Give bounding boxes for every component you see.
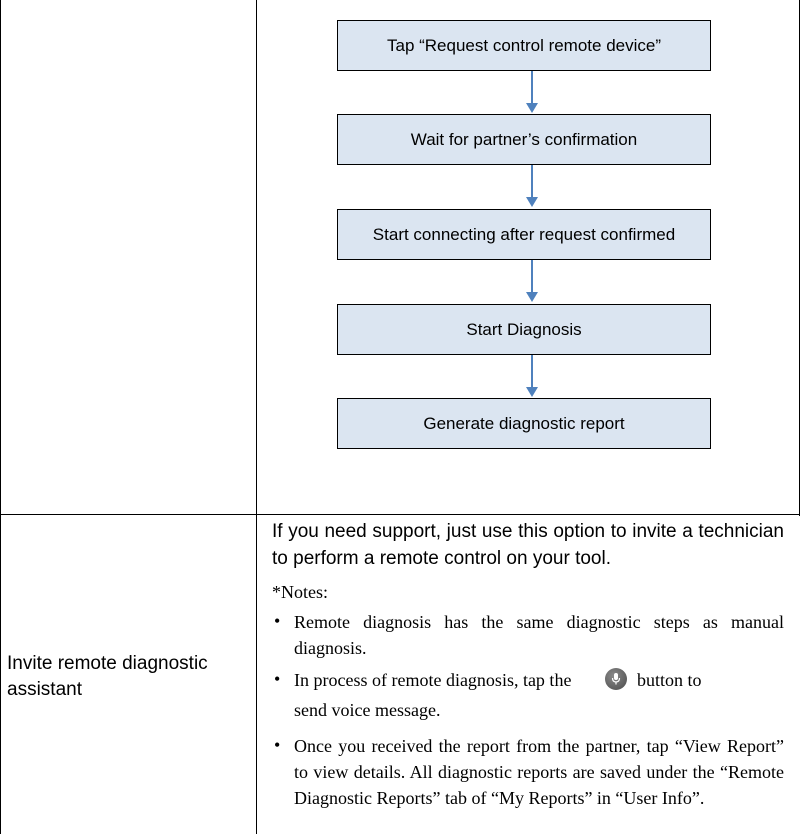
- flow-arrow-1-line: [531, 71, 533, 103]
- flow-step-3-label: Start connecting after request confirmed: [372, 224, 676, 244]
- note-item-2-part-1: In process of remote diagnosis, tap the: [294, 670, 572, 690]
- notes-label: *Notes:: [272, 582, 328, 602]
- flow-step-5-label: Generate diagnostic report: [423, 413, 625, 433]
- flow-arrow-1-head: [526, 103, 538, 113]
- table-left-border: [0, 0, 1, 834]
- note-item-1: Remote diagnosis has the same diagnostic…: [294, 612, 784, 658]
- bullet-marker: •: [274, 669, 281, 689]
- table-row-divider: [0, 514, 800, 515]
- flow-step-4-label: Start Diagnosis: [466, 319, 582, 339]
- note-item-3: Once you received the report from the pa…: [294, 736, 784, 808]
- flow-step-5: Generate diagnostic report: [337, 398, 711, 449]
- microphone-icon: [605, 668, 627, 690]
- flow-step-1: Tap “Request control remote device”: [337, 20, 711, 71]
- row-label: Invite remote diagnostic assistant: [7, 653, 208, 700]
- flow-step-1-label: Tap “Request control remote device”: [386, 35, 662, 55]
- flow-arrow-2-head: [526, 197, 538, 207]
- flow-step-4: Start Diagnosis: [337, 304, 711, 355]
- flow-step-2: Wait for partner’s confirmation: [337, 114, 711, 165]
- flow-arrow-4-head: [526, 387, 538, 397]
- intro-paragraph: If you need support, just use this optio…: [272, 521, 784, 569]
- flow-arrow-3-line: [531, 260, 533, 293]
- table-right-border: [799, 0, 800, 516]
- bullet-marker: •: [274, 611, 281, 631]
- table-column-divider: [256, 0, 257, 834]
- flow-arrow-2-line: [531, 165, 533, 197]
- note-item-2-part-2: button to: [637, 670, 702, 690]
- note-item-2-line-2: send voice message.: [294, 700, 441, 720]
- flow-step-2-label: Wait for partner’s confirmation: [410, 129, 638, 149]
- flow-arrow-4-line: [531, 355, 533, 388]
- bullet-marker: •: [274, 735, 281, 755]
- flow-step-3: Start connecting after request confirmed: [337, 209, 711, 260]
- flow-arrow-3-head: [526, 292, 538, 302]
